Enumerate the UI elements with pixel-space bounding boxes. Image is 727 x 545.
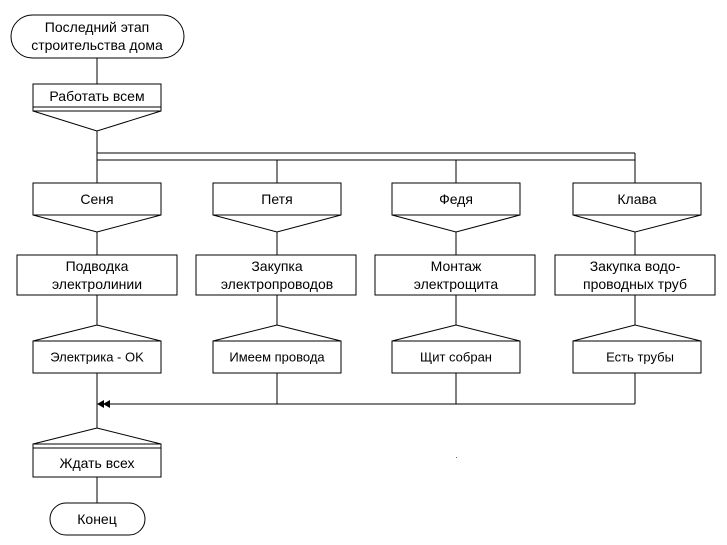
result-label: Имеем провода [229,350,325,365]
start-terminator[interactable]: Последний этап строительства дома [10,14,185,59]
branch-2: Петя Закупка электропроводов Имеем прово… [195,182,357,374]
result-block[interactable]: Имеем провода [212,324,342,374]
result-label: Щит собран [420,350,492,365]
actor-block[interactable]: Сеня [32,182,162,233]
fork-label: Работать всем [49,88,144,104]
join-block[interactable]: Ждать всех [32,427,162,478]
branch-3: Федя Монтаж электрощита Щит собран [374,182,536,374]
join-label: Ждать всех [60,455,135,471]
start-label-line-1: Последний этап [45,19,149,35]
connectors [96,58,636,503]
task-label-line-1: Закупка [251,258,303,274]
actor-label: Федя [439,191,473,207]
actor-label: Клава [617,191,656,207]
actor-label: Сеня [80,191,113,207]
task-label-line-1: Монтаж [431,258,482,274]
result-label: Электрика - OK [50,350,144,365]
actor-block[interactable]: Федя [391,182,521,233]
task-label-line-2: проводных труб [583,276,687,292]
task-block[interactable]: Закупка электропроводов [195,254,357,296]
result-block[interactable]: Щит собран [391,324,521,374]
actor-label: Петя [261,191,292,207]
result-block[interactable]: Электрика - OK [32,324,162,374]
result-block[interactable]: Есть трубы [572,324,702,374]
result-label: Есть трубы [606,350,674,365]
branch-1: Сеня Подводка электролинии Электрика - O… [16,182,178,374]
stray-dot [456,457,457,458]
task-block[interactable]: Закупка водо- проводных труб [554,254,716,296]
task-label-line-2: электролинии [52,276,142,292]
fork-block[interactable]: Работать всем [32,83,162,132]
start-label-line-2: строительства дома [31,37,163,53]
actor-block[interactable]: Петя [212,182,342,233]
branch-4: Клава Закупка водо- проводных труб Есть … [554,182,716,374]
task-block[interactable]: Подводка электролинии [16,254,178,296]
end-label: Конец [77,511,116,527]
end-terminator[interactable]: Конец [49,502,146,536]
task-label-line-2: электропроводов [221,276,333,292]
task-label-line-1: Закупка водо- [590,258,681,274]
double-arrowhead-icon [97,400,110,408]
task-label-line-1: Подводка [66,258,129,274]
task-block[interactable]: Монтаж электрощита [374,254,536,296]
task-label-line-2: электрощита [414,276,499,292]
actor-block[interactable]: Клава [572,182,702,233]
